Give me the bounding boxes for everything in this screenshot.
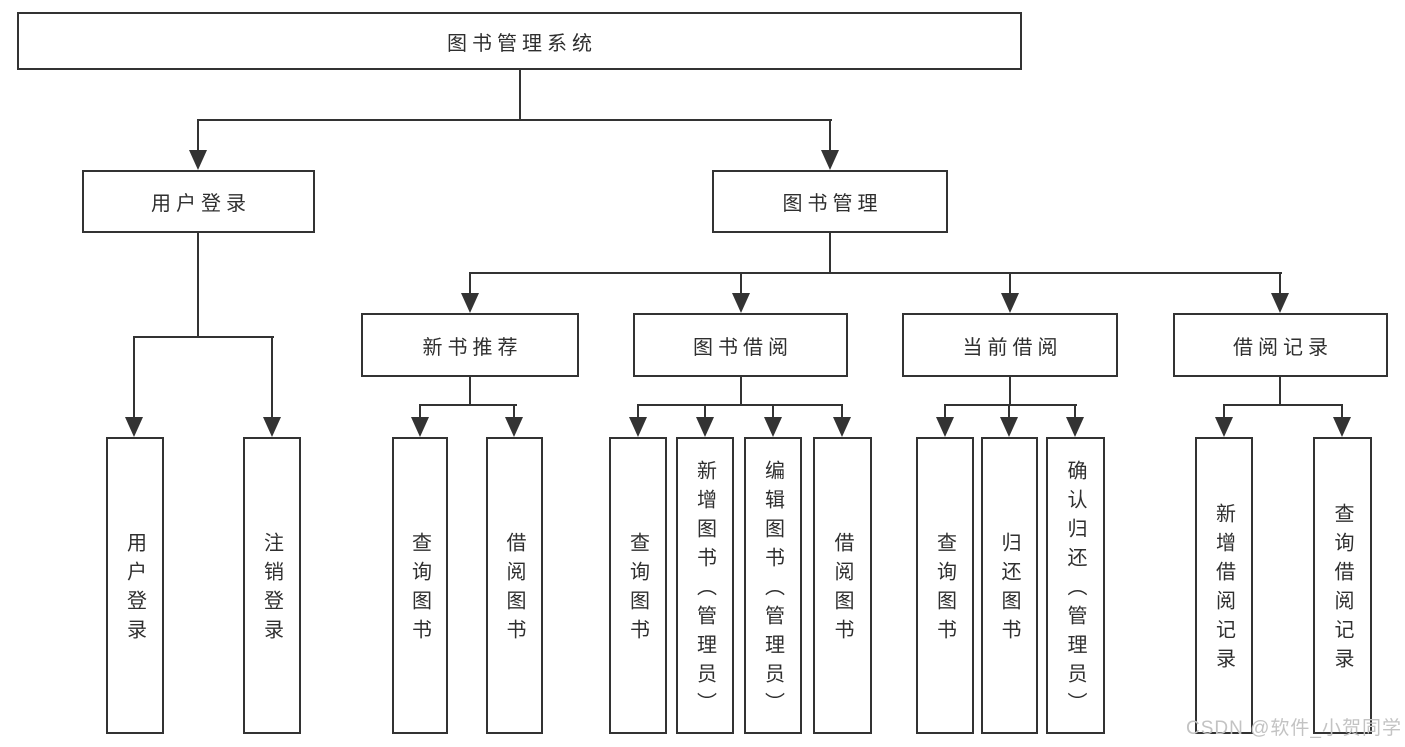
leaf-borrow-query: 查询图书	[609, 437, 667, 734]
arrowhead-icon	[189, 150, 207, 170]
connector-line	[519, 69, 521, 121]
connector-line	[1341, 404, 1343, 419]
connector-line	[469, 377, 471, 406]
connector-line	[513, 404, 515, 419]
connector-line	[829, 119, 831, 152]
connector-line	[197, 119, 199, 152]
arrowhead-icon	[833, 417, 851, 437]
arrowhead-icon	[461, 293, 479, 313]
connector-line	[740, 377, 742, 406]
arrowhead-icon	[629, 417, 647, 437]
connector-line	[133, 336, 135, 419]
arrowhead-icon	[1000, 417, 1018, 437]
arrowhead-icon	[821, 150, 839, 170]
arrowhead-icon	[125, 417, 143, 437]
connector-line	[133, 336, 274, 338]
arrowhead-icon	[732, 293, 750, 313]
node-new-book-recommend: 新书推荐	[361, 313, 579, 377]
connector-line	[469, 272, 471, 295]
connector-line	[1009, 272, 1011, 295]
connector-line	[1223, 404, 1225, 419]
connector-line	[944, 404, 946, 419]
leaf-records-query: 查询借阅记录	[1313, 437, 1372, 734]
connector-line	[419, 404, 421, 419]
connector-line	[637, 404, 639, 419]
connector-line	[1008, 404, 1010, 419]
leaf-current-confirm-admin: 确认归还（管理员）	[1046, 437, 1105, 734]
leaf-current-query: 查询图书	[916, 437, 974, 734]
arrowhead-icon	[696, 417, 714, 437]
node-user-login: 用户登录	[82, 170, 315, 233]
node-current-borrow: 当前借阅	[902, 313, 1118, 377]
leaf-records-add: 新增借阅记录	[1195, 437, 1253, 734]
leaf-current-return: 归还图书	[981, 437, 1038, 734]
arrowhead-icon	[505, 417, 523, 437]
arrowhead-icon	[1215, 417, 1233, 437]
connector-line	[1009, 377, 1011, 406]
node-borrow-records: 借阅记录	[1173, 313, 1388, 377]
node-book-borrow: 图书借阅	[633, 313, 848, 377]
arrowhead-icon	[1066, 417, 1084, 437]
watermark: CSDN @软件_小贺同学	[1186, 718, 1402, 739]
connector-line	[944, 404, 1077, 406]
leaf-borrow-add-admin: 新增图书（管理员）	[676, 437, 734, 734]
arrowhead-icon	[764, 417, 782, 437]
connector-line	[1279, 272, 1281, 295]
connector-line	[469, 272, 1282, 274]
node-book-management: 图书管理	[712, 170, 948, 233]
connector-line	[197, 233, 199, 338]
connector-line	[1279, 377, 1281, 406]
connector-line	[704, 404, 706, 419]
arrowhead-icon	[1001, 293, 1019, 313]
arrowhead-icon	[1271, 293, 1289, 313]
connector-line	[740, 272, 742, 295]
connector-line	[841, 404, 843, 419]
leaf-logout: 注销登录	[243, 437, 301, 734]
connector-line	[1074, 404, 1076, 419]
leaf-newbook-query: 查询图书	[392, 437, 448, 734]
arrowhead-icon	[1333, 417, 1351, 437]
leaf-newbook-borrow: 借阅图书	[486, 437, 543, 734]
connector-line	[772, 404, 774, 419]
connector-line	[1223, 404, 1343, 406]
leaf-user-login: 用户登录	[106, 437, 164, 734]
connector-line	[271, 336, 273, 419]
node-root-system: 图书管理系统	[17, 12, 1022, 70]
arrowhead-icon	[411, 417, 429, 437]
leaf-borrow-edit-admin: 编辑图书（管理员）	[744, 437, 802, 734]
connector-line	[637, 404, 843, 406]
leaf-borrow-lend: 借阅图书	[813, 437, 872, 734]
connector-line	[197, 119, 832, 121]
arrowhead-icon	[263, 417, 281, 437]
connector-line	[829, 233, 831, 274]
connector-line	[419, 404, 517, 406]
arrowhead-icon	[936, 417, 954, 437]
